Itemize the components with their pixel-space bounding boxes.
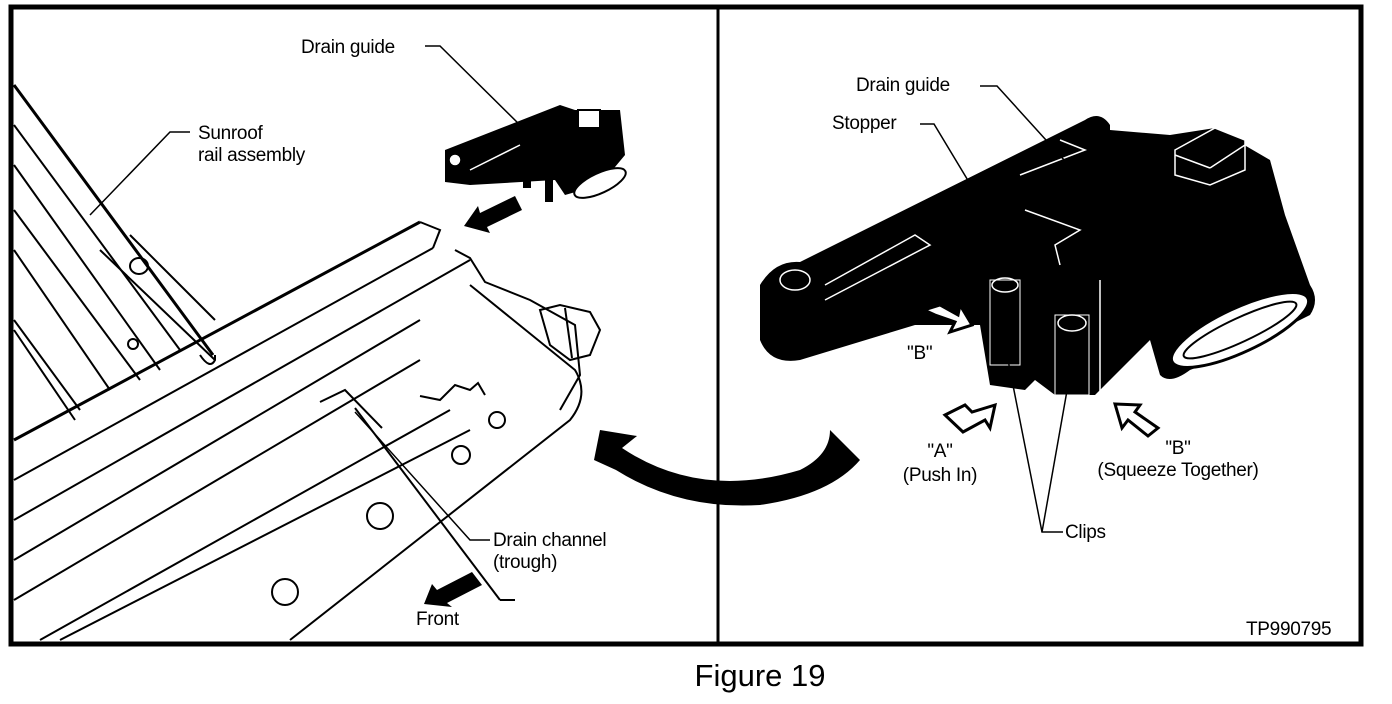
arrow-a-push-in: [942, 402, 998, 434]
label-push-in: (Push In): [902, 465, 978, 486]
label-drain-channel-line2: (trough): [493, 552, 558, 573]
label-squeeze-together: (Squeeze Together): [1097, 460, 1259, 481]
arrow-b-squeeze: [1112, 402, 1161, 438]
leader-lines: [89, 45, 1076, 541]
arrow-b-outward-upper: [919, 300, 975, 335]
label-drain-guide-left: Drain guide: [301, 37, 395, 58]
label-b-upper: "B": [907, 343, 933, 364]
drain-guide-small-drawing: [445, 105, 627, 202]
drain-guide-large-drawing: [760, 116, 1315, 396]
label-b-right: "B": [1165, 438, 1191, 459]
figure-caption: Figure 19: [694, 658, 826, 693]
label-drain-guide-right: Drain guide: [856, 75, 950, 96]
label-sunroof-line2: rail assembly: [198, 145, 305, 166]
label-clips: Clips: [1065, 522, 1106, 543]
label-drain-channel-line1: Drain channel: [493, 530, 607, 551]
label-a: "A": [927, 441, 953, 462]
label-sunroof-line1: Sunroof: [198, 123, 263, 144]
label-stopper: Stopper: [832, 113, 897, 134]
insert-direction-arrow: [464, 196, 522, 233]
label-front: Front: [416, 609, 459, 630]
curved-transition-arrow: [594, 430, 860, 506]
figure-frame: [8, 4, 1364, 647]
front-direction-arrow: [424, 572, 482, 607]
figure-code: TP990795: [1246, 619, 1332, 640]
